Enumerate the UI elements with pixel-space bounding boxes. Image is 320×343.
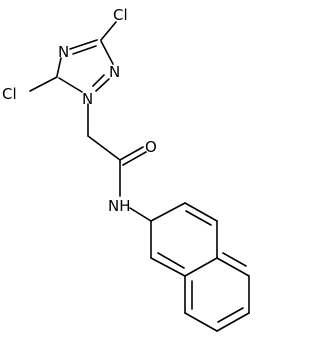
molecule-structure: Cl Cl N N N O NH (2, 6, 250, 332)
atom-labels: Cl Cl N N N O NH (2, 6, 157, 215)
bond-c3-n2 (100, 40, 114, 65)
atom-label-n-ring-top: N (58, 43, 69, 61)
bond-b-4 (184, 312, 218, 332)
bond-c5-n4 (56, 57, 62, 77)
naphthalene-ring-a (150, 202, 218, 277)
atom-label-n-ring-bottom: N (82, 90, 93, 108)
bond-a-5 (150, 257, 186, 277)
bond-c-o-double (122, 151, 147, 166)
bond-a-5-inner (157, 252, 185, 269)
bond-a-1 (150, 202, 186, 222)
atom-label-cl-left: Cl (2, 85, 17, 103)
bond-a-2 (184, 202, 218, 222)
bond-ch2-carbonyl (87, 135, 121, 161)
bond-n1-c5 (58, 77, 83, 93)
bond-n2-n1 (95, 78, 110, 92)
atom-label-cl-top: Cl (113, 6, 128, 24)
triazole-ring (56, 39, 114, 93)
naphthalene-ring-b (184, 252, 250, 332)
bond-b-3 (216, 312, 250, 332)
atom-label-o-carbonyl: O (145, 138, 157, 156)
bond-b-3-inner (217, 307, 244, 323)
substituents (29, 21, 152, 222)
bond-b-1 (216, 257, 250, 277)
bond-b-1-inner (222, 252, 247, 267)
bond-a-2-inner (185, 210, 212, 226)
bond-c5-cl (29, 76, 58, 92)
bond-n4-c3-double (72, 45, 97, 55)
atom-label-nh-amide: NH (108, 197, 131, 215)
bond-n4-c3 (69, 39, 98, 50)
bond-c3-cl (100, 21, 117, 41)
bond-nh-naphthyl (129, 207, 152, 222)
bond-n2-n1-double (92, 74, 105, 87)
atom-label-n-ring-right: N (109, 63, 120, 81)
bond-a-4 (184, 257, 218, 277)
bond-c-o (119, 146, 144, 161)
